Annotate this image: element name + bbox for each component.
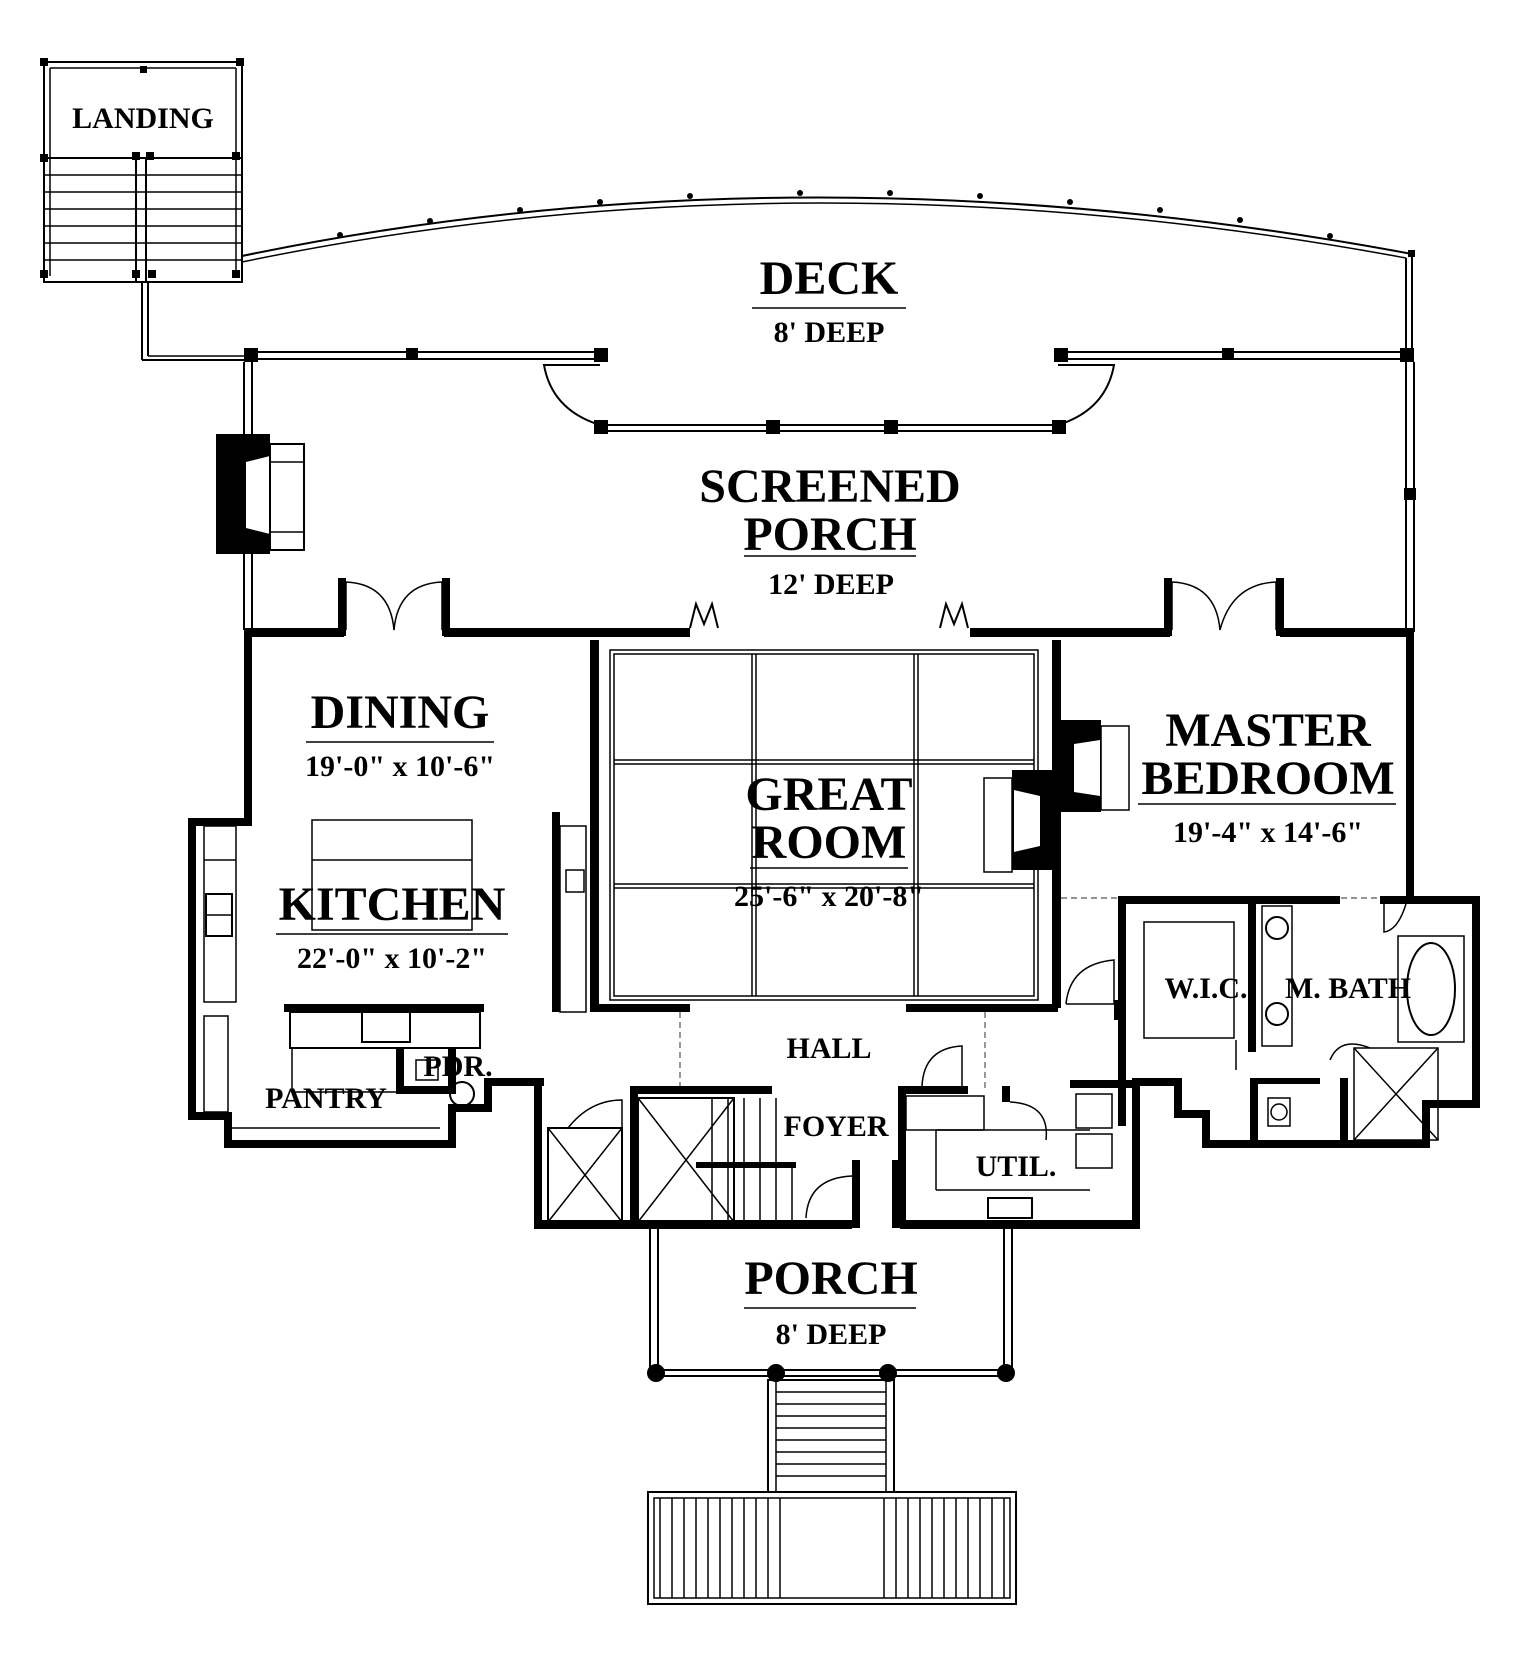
hall-label: HALL bbox=[786, 1032, 871, 1065]
foyer-label: FOYER bbox=[784, 1110, 889, 1143]
pdr-label: PDR. bbox=[423, 1050, 492, 1083]
kitchen-label: KITCHEN bbox=[279, 878, 506, 931]
deck: DECK 8' DEEP bbox=[141, 190, 1415, 361]
great-room-dimension: 25'-6" x 20'-8" bbox=[734, 880, 924, 913]
exterior-walls bbox=[188, 578, 1480, 1229]
hall-foyer: HALL FOYER bbox=[547, 959, 1122, 1228]
master-bedroom-label-2: BEDROOM bbox=[1141, 752, 1394, 805]
screened-porch-label-2: PORCH bbox=[743, 508, 916, 561]
landing: LANDING bbox=[40, 58, 244, 283]
porch-label: PORCH bbox=[744, 1252, 917, 1305]
screened-porch: SCREENED PORCH 12' DEEP bbox=[216, 348, 1416, 632]
great-room-label-1: GREAT bbox=[745, 768, 912, 821]
dining-kitchen: DINING 19'-0" x 10'-6" KITCHEN 22'-0" x … bbox=[203, 686, 587, 1129]
kitchen-dimension: 22'-0" x 10'-2" bbox=[297, 942, 487, 975]
porch-dimension: 8' DEEP bbox=[776, 1318, 887, 1351]
master-bedroom-dimension: 19'-4" x 14'-6" bbox=[1173, 816, 1363, 849]
front-porch: PORCH 8' DEEP bbox=[647, 1229, 1017, 1605]
deck-dimension: 8' DEEP bbox=[774, 316, 885, 349]
landing-label: LANDING bbox=[72, 102, 214, 135]
screened-porch-dimension: 12' DEEP bbox=[768, 568, 894, 601]
util-label: UTIL. bbox=[976, 1150, 1057, 1183]
deck-label: DECK bbox=[760, 252, 899, 305]
great-room-fireplace bbox=[983, 720, 1130, 873]
dining-dimension: 19'-0" x 10'-6" bbox=[305, 750, 495, 783]
great-room: GREAT ROOM 25'-6" x 20'-8" bbox=[590, 600, 1130, 1012]
porch-fireplace bbox=[216, 434, 305, 554]
wic-label: W.I.C. bbox=[1164, 972, 1247, 1005]
great-room-label-2: ROOM bbox=[752, 816, 907, 869]
landing-stairs bbox=[44, 158, 242, 282]
interior-stairs bbox=[630, 1094, 796, 1228]
m-bath-label: M. BATH bbox=[1285, 972, 1411, 1005]
front-stairs bbox=[647, 1379, 1017, 1605]
master-suite-bath: W.I.C. M. BATH bbox=[1143, 904, 1465, 1141]
screened-porch-label-1: SCREENED bbox=[699, 460, 960, 513]
master-bedroom-label-1: MASTER bbox=[1165, 704, 1372, 757]
utility: UTIL. bbox=[898, 1080, 1132, 1226]
dining-label: DINING bbox=[311, 686, 490, 739]
pantry-label: PANTRY bbox=[265, 1082, 387, 1115]
